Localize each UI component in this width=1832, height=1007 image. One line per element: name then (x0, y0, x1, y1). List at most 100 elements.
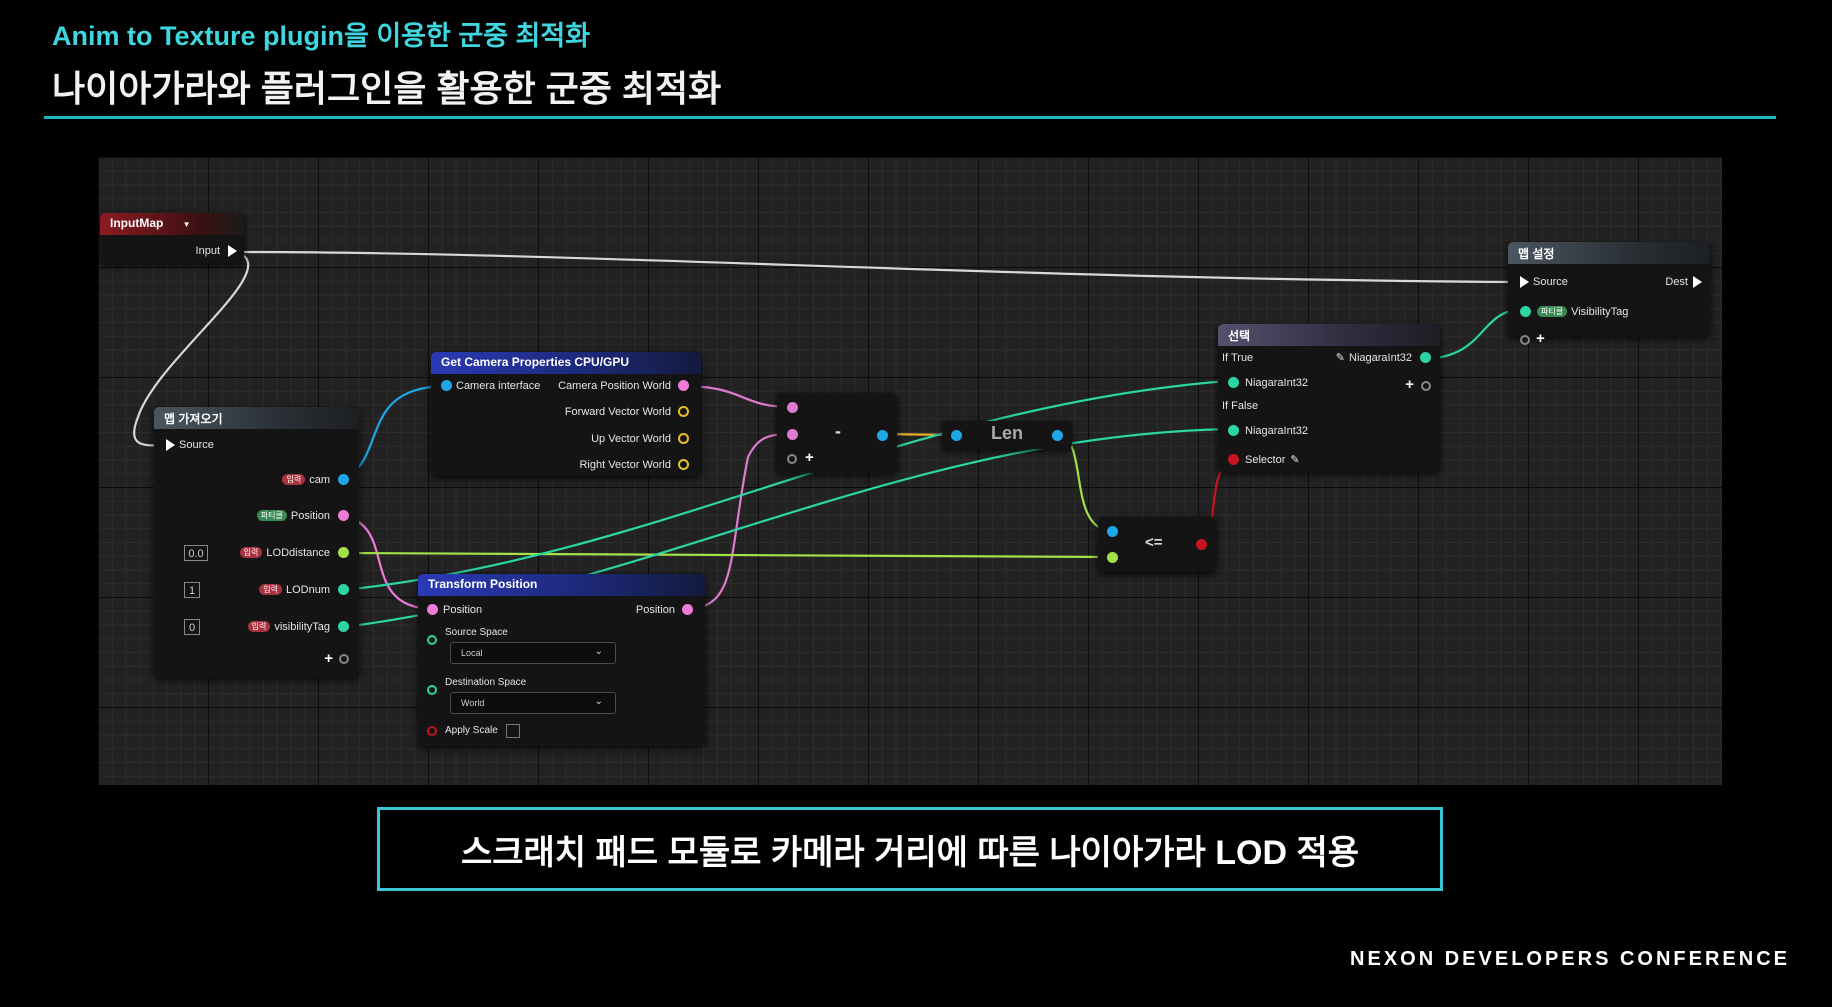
pin-label: LODdistance (266, 547, 330, 559)
add-pin-socket[interactable] (1520, 335, 1530, 345)
edit-pencil-icon[interactable]: ✎ (1335, 352, 1345, 364)
compare-input-b-pin[interactable] (1107, 552, 1118, 563)
exec-input-pin[interactable] (1520, 276, 1529, 288)
source-space-pin[interactable] (427, 635, 437, 645)
exec-output-pin[interactable] (228, 245, 237, 257)
map-set-header: 맵 설정 (1508, 242, 1710, 264)
select-output-pin[interactable] (1420, 352, 1431, 363)
pin-label: LODnum (285, 584, 330, 596)
length-input-pin[interactable] (951, 430, 962, 441)
title-divider (44, 116, 1776, 119)
source-space-dropdown[interactable]: Local ⌄ (450, 642, 616, 664)
map-set-source-label: Source (1533, 276, 1568, 288)
add-pin-icon[interactable]: + (805, 449, 814, 466)
visibilitytag-output-pin[interactable] (338, 621, 349, 632)
position-output-pin[interactable] (682, 604, 693, 615)
edit-pencil-icon[interactable]: ✎ (1290, 454, 1300, 466)
slide-subtitle: Anim to Texture plugin을 이용한 군중 최적화 (52, 21, 591, 51)
position-input-pin[interactable] (427, 604, 438, 615)
apply-scale-label: Apply Scale (445, 725, 498, 736)
select-output-type-label: ✎ NiagaraInt32 (1336, 351, 1412, 365)
apply-scale-pin[interactable] (427, 726, 437, 736)
select-node[interactable]: 선택 If True ✎NiagaraInt32 NiagaraInt32 + … (1218, 324, 1440, 472)
loddistance-default-field[interactable]: 0.0 (184, 545, 208, 561)
input-map-node[interactable]: InputMap ▼ Input (100, 213, 244, 263)
exec-input-pin[interactable] (166, 439, 175, 451)
pin-label: cam (309, 474, 330, 486)
transform-position-node[interactable]: Transform Position Position Position Sou… (418, 574, 705, 746)
conference-footer: NEXON DEVELOPERS CONFERENCE (1350, 948, 1790, 970)
apply-scale-checkbox[interactable] (506, 724, 520, 738)
compare-output-pin[interactable] (1196, 539, 1207, 550)
select-title: 선택 (1228, 329, 1251, 343)
true-input-pin[interactable] (1228, 377, 1239, 388)
subtract-operator: - (835, 421, 841, 441)
compare-operator: <= (1145, 534, 1163, 551)
namespace-tag: 파티클 (256, 510, 287, 521)
destination-space-label: Destination Space (445, 677, 527, 688)
namespace-tag: 입력 (282, 474, 306, 485)
compare-input-a-pin[interactable] (1107, 526, 1118, 537)
select-output-type: NiagaraInt32 (1349, 352, 1412, 364)
if-true-label: If True (1222, 352, 1254, 364)
false-input-label: NiagaraInt32 (1245, 425, 1308, 437)
pin-label: Position (290, 510, 330, 522)
destination-space-dropdown[interactable]: World ⌄ (450, 692, 616, 714)
length-output-pin[interactable] (1052, 430, 1063, 441)
source-space-value: Local (461, 648, 483, 658)
up-vector-world-label: Up Vector World (591, 433, 671, 445)
visibilitytag-input-pin[interactable] (1520, 306, 1531, 317)
camera-position-world-pin[interactable] (678, 380, 689, 391)
lodnum-default-field[interactable]: 1 (184, 582, 200, 598)
if-false-label: If False (1222, 400, 1259, 412)
visibilitytag-default-field[interactable]: 0 (184, 619, 200, 635)
forward-vector-world-pin[interactable] (678, 406, 689, 417)
subtract-input-b-pin[interactable] (787, 429, 798, 440)
cam-output-pin[interactable] (338, 474, 349, 485)
selector-label: Selector✎ (1245, 453, 1300, 467)
namespace-tag: 입력 (247, 621, 271, 632)
pin-label: visibilityTag (274, 621, 330, 633)
slide-title: 나이아가라와 플러그인을 활용한 군중 최적화 (52, 68, 722, 109)
length-node[interactable]: Len (942, 421, 1072, 449)
camera-interface-input-pin[interactable] (441, 380, 452, 391)
position-output-pin[interactable] (338, 510, 349, 521)
selector-input-pin[interactable] (1228, 454, 1239, 465)
compare-node[interactable]: <= (1098, 517, 1216, 572)
add-pin-icon[interactable]: + (1405, 376, 1414, 393)
pin-label: VisibilityTag (1571, 306, 1629, 318)
destination-space-value: World (461, 698, 485, 708)
add-pin-socket[interactable] (339, 654, 349, 664)
add-pin-socket[interactable] (1421, 381, 1431, 391)
false-input-pin[interactable] (1228, 425, 1239, 436)
destination-space-pin[interactable] (427, 685, 437, 695)
input-map-input-label: Input (195, 245, 220, 257)
exec-output-pin[interactable] (1693, 276, 1702, 288)
loddistance-output-pin[interactable] (338, 547, 349, 558)
subtract-input-a-pin[interactable] (787, 402, 798, 413)
map-set-title: 맵 설정 (1518, 247, 1555, 261)
camera-properties-node[interactable]: Get Camera Properties CPU/GPU Camera int… (431, 352, 701, 476)
up-vector-world-pin[interactable] (678, 433, 689, 444)
subtract-output-pin[interactable] (877, 430, 888, 441)
add-pin-icon[interactable]: + (1536, 330, 1545, 347)
namespace-tag: 입력 (239, 547, 263, 558)
add-pin-icon[interactable]: + (324, 650, 333, 667)
map-get-title: 맵 가져오기 (164, 412, 223, 426)
caption-text: 스크래치 패드 모듈로 카메라 거리에 따른 나이아가라 LOD 적용 (460, 833, 1360, 872)
forward-vector-world-label: Forward Vector World (564, 406, 671, 418)
camera-position-world-label: Camera Position World (558, 380, 671, 392)
dropdown-arrow-icon[interactable]: ▼ (182, 220, 191, 229)
camera-properties-header: Get Camera Properties CPU/GPU (431, 352, 701, 374)
right-vector-world-pin[interactable] (678, 459, 689, 470)
wire-loddistance-to-compare (343, 551, 1111, 559)
add-pin-socket[interactable] (787, 454, 797, 464)
subtract-node[interactable]: - + (777, 393, 897, 473)
transform-position-title: Transform Position (428, 577, 538, 591)
lodnum-output-pin[interactable] (338, 584, 349, 595)
